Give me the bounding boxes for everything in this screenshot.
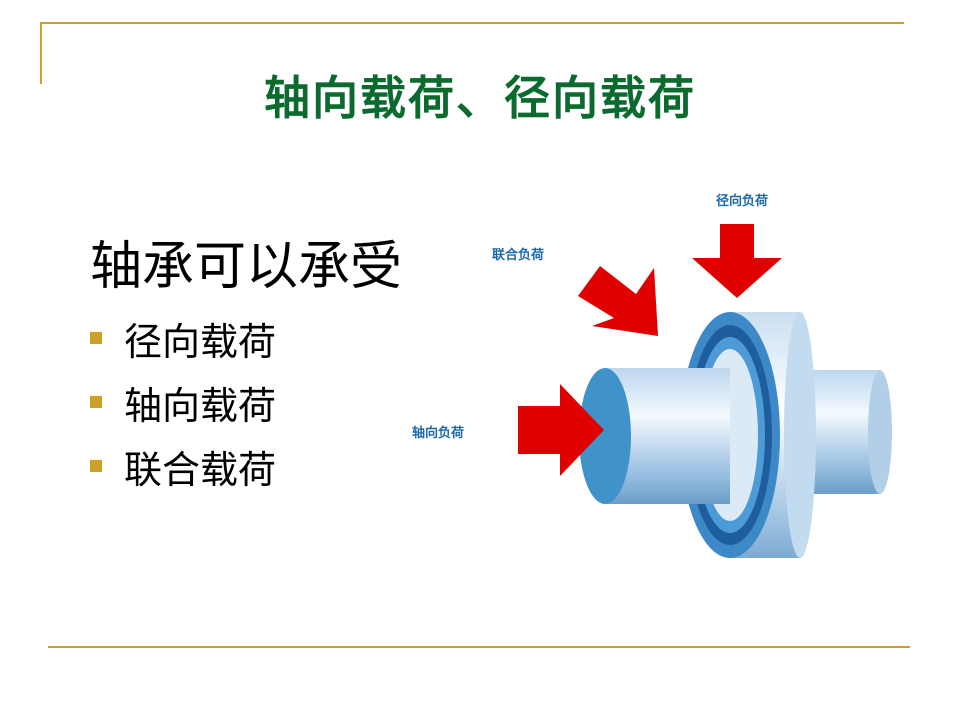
shaft-left: [579, 368, 730, 504]
intro-text: 轴承可以承受: [90, 237, 403, 297]
bullet-item-axial: 轴向载荷: [90, 370, 276, 434]
bullet-text: 径向载荷: [124, 319, 277, 364]
radial-arrow-icon: [692, 224, 782, 298]
bullet-square-icon: [90, 396, 102, 408]
bullet-text: 联合载荷: [124, 447, 277, 492]
bullet-list: 径向载荷 轴向载荷 联合载荷: [90, 306, 276, 498]
radial-load-label: 径向负荷: [716, 194, 769, 209]
bullet-square-icon: [90, 332, 102, 344]
bearing-diagram: 径向负荷 联合负荷 轴向负荷: [400, 180, 920, 580]
bullet-item-combined: 联合载荷: [90, 434, 276, 498]
axial-arrow-icon: [518, 384, 604, 476]
bearing-illustration: [518, 224, 892, 558]
bullet-text: 轴向载荷: [124, 383, 277, 428]
slide-title: 轴向载荷、径向载荷: [264, 71, 696, 125]
bullet-item-radial: 径向载荷: [90, 306, 276, 370]
left-rule: [40, 22, 42, 84]
combined-arrow-icon: [578, 266, 658, 336]
bullet-square-icon: [90, 460, 102, 472]
bottom-rule: [48, 646, 910, 648]
top-rule: [40, 22, 904, 24]
combined-load-label: 联合负荷: [492, 248, 545, 263]
axial-load-label: 轴向负荷: [412, 426, 465, 441]
